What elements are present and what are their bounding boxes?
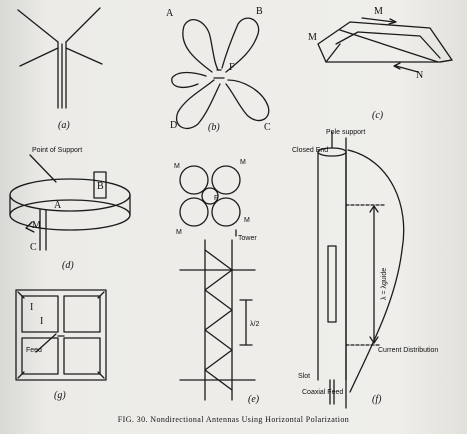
ring-label-c: C (30, 242, 37, 253)
clover-corner-a: A (166, 8, 174, 19)
loop-label-m-left: M (308, 32, 317, 43)
tower-label-m-1: M (174, 163, 180, 170)
figure-caption: FIG. 30. Nondirectional Antennas Using H… (117, 415, 350, 424)
tower-antenna (179, 165, 256, 401)
quad-label-i-2: I (40, 316, 43, 327)
current-distribution-label: Current Distribution (378, 347, 438, 354)
clover-corner-c: C (264, 122, 271, 133)
panel-a-tag: (a) (58, 120, 70, 131)
panel-e-tag: (e) (248, 394, 260, 405)
panel-d-tag: (d) (62, 260, 74, 271)
panel-b-tag: (b) (208, 122, 220, 133)
ring-antenna (9, 154, 131, 251)
ring-label-a: A (54, 200, 62, 211)
quad-feed-label: Feed (26, 347, 42, 354)
coaxial-feed-label: Coaxial Feed (302, 389, 343, 396)
slot-label: Slot (298, 373, 310, 380)
tower-label-m-3: M (244, 217, 250, 224)
panel-g-tag: (g) (54, 390, 66, 401)
clover-feed-label: F (229, 62, 235, 73)
ring-label-m: M (32, 220, 41, 231)
lambda-guide-label: λ = λguide (381, 268, 388, 300)
square-loop-antenna (317, 17, 453, 73)
panel-f-tag: (f) (372, 394, 382, 405)
panel-c-tag: (c) (372, 110, 384, 121)
pole-support-label: Pole support (326, 129, 365, 136)
tower-label-f: F (214, 195, 218, 202)
quad-square-antenna (15, 289, 107, 381)
tower-label: Tower (238, 235, 257, 242)
tower-label-m-4: M (176, 229, 182, 236)
slotted-cylinder-antenna (317, 131, 405, 409)
cloverleaf-antenna (171, 17, 270, 129)
closed-end-label: Closed End (292, 147, 328, 154)
tower-label-m-2: M (240, 159, 246, 166)
point-of-support-label: Point of Support (32, 147, 82, 154)
clover-corner-b: B (256, 6, 263, 17)
ring-label-b: B (97, 181, 104, 192)
turnstile-antenna (17, 7, 103, 109)
half-wave-dimension: λ/2 (250, 321, 259, 328)
clover-corner-d: D (170, 120, 177, 131)
loop-label-m-top: M (374, 6, 383, 17)
quad-label-i-1: I (30, 302, 33, 313)
loop-label-n: N (416, 70, 423, 81)
